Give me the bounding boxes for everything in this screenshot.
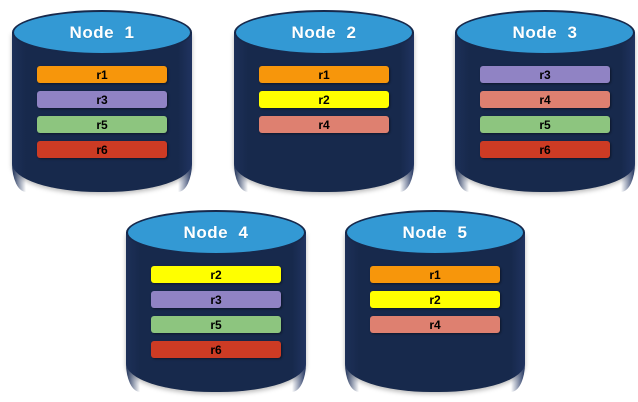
replica-bar[interactable]: r5 (37, 116, 167, 133)
replica-bar[interactable]: r3 (480, 66, 610, 83)
database-node-2[interactable]: Node 2 r1 r2 r4 (234, 10, 414, 192)
replica-bar[interactable]: r2 (370, 291, 500, 308)
cylinder-body (234, 32, 414, 192)
replica-bar[interactable]: r1 (37, 66, 167, 83)
node-label: Node 3 (512, 22, 578, 42)
database-node-5[interactable]: Node 5 r1 r2 r4 (345, 210, 525, 392)
replica-list: r1 r2 r4 (345, 266, 525, 333)
replica-list: r2 r3 r5 r6 (126, 266, 306, 358)
cylinder-top-ellipse (12, 10, 192, 55)
replica-bar[interactable]: r5 (151, 316, 281, 333)
node-label: Node 2 (291, 22, 357, 42)
cylinder-shape: Node 5 (345, 210, 525, 392)
database-node-4[interactable]: Node 4 r2 r3 r5 r6 (126, 210, 306, 392)
cylinder-body (345, 232, 525, 392)
cylinder-top-ellipse (234, 10, 414, 55)
replica-list: r1 r3 r5 r6 (12, 66, 192, 158)
node-label: Node 1 (69, 22, 135, 42)
replica-list: r3 r4 r5 r6 (455, 66, 635, 158)
cylinder-shape: Node 2 (234, 10, 414, 192)
replica-bar[interactable]: r4 (370, 316, 500, 333)
cylinder-shape: Node 1 (12, 10, 192, 192)
node-label: Node 4 (183, 222, 249, 242)
replica-bar[interactable]: r4 (259, 116, 389, 133)
replica-bar[interactable]: r6 (151, 341, 281, 358)
cylinder-body (126, 232, 306, 392)
cylinder-top-ellipse (345, 210, 525, 255)
cylinder-shape: Node 4 (126, 210, 306, 392)
replica-bar[interactable]: r3 (37, 91, 167, 108)
database-node-1[interactable]: Node 1 r1 r3 r5 r6 (12, 10, 192, 192)
cylinder-top-ellipse (455, 10, 635, 55)
replica-bar[interactable]: r6 (37, 141, 167, 158)
replica-list: r1 r2 r4 (234, 66, 414, 133)
database-node-3[interactable]: Node 3 r3 r4 r5 r6 (455, 10, 635, 192)
replica-bar[interactable]: r1 (370, 266, 500, 283)
replica-bar[interactable]: r5 (480, 116, 610, 133)
cylinder-shape: Node 3 (455, 10, 635, 192)
cylinder-top-ellipse (126, 210, 306, 255)
replica-bar[interactable]: r2 (259, 91, 389, 108)
cylinder-body (12, 32, 192, 192)
replica-bar[interactable]: r1 (259, 66, 389, 83)
node-label: Node 5 (402, 222, 468, 242)
replica-bar[interactable]: r3 (151, 291, 281, 308)
replica-bar[interactable]: r4 (480, 91, 610, 108)
cylinder-body (455, 32, 635, 192)
replica-bar[interactable]: r6 (480, 141, 610, 158)
replica-bar[interactable]: r2 (151, 266, 281, 283)
